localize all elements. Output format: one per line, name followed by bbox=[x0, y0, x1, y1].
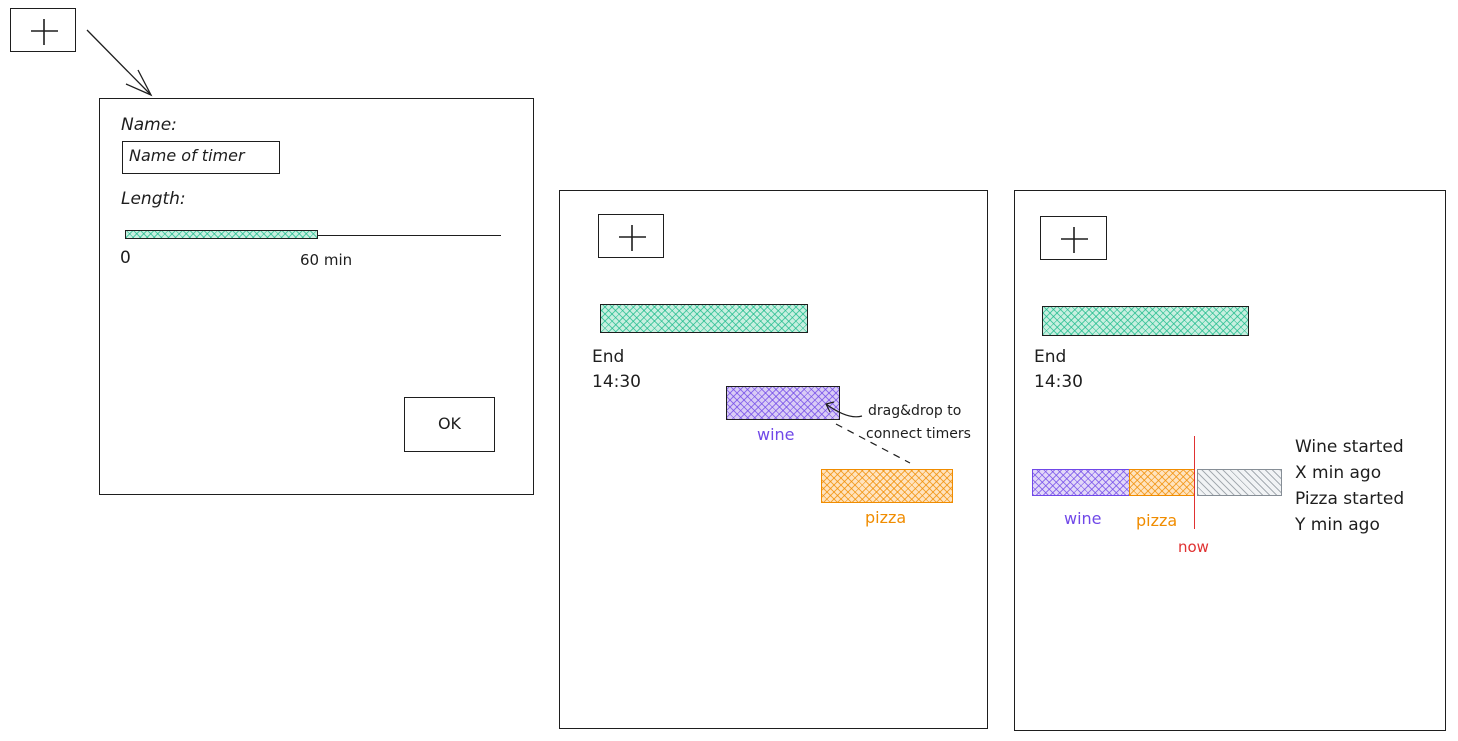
end-label-screen3: End bbox=[1034, 347, 1067, 367]
plus-icon bbox=[1061, 227, 1088, 253]
pizza-label: pizza bbox=[865, 508, 907, 527]
name-label: Name: bbox=[121, 115, 177, 135]
now-label: now bbox=[1178, 538, 1209, 556]
length-slider[interactable] bbox=[125, 228, 501, 242]
remaining-bar bbox=[1197, 469, 1282, 496]
new-timer-dialog bbox=[99, 98, 534, 495]
wine-label: wine bbox=[757, 425, 795, 444]
length-label: Length: bbox=[121, 189, 186, 209]
wine-progress-bar[interactable] bbox=[1032, 469, 1130, 496]
status-line-2: X min ago bbox=[1295, 463, 1382, 483]
end-time: 14:30 bbox=[592, 372, 641, 392]
pizza-progress-bar[interactable] bbox=[1129, 469, 1195, 496]
drag-drop-annotation: drag&drop to bbox=[868, 403, 962, 419]
status-line-1: Wine started bbox=[1295, 437, 1404, 457]
pizza-label-screen3: pizza bbox=[1136, 511, 1178, 530]
ok-button[interactable]: OK bbox=[404, 397, 495, 452]
add-timer-button-screen2[interactable] bbox=[598, 214, 664, 258]
slider-fill bbox=[125, 230, 318, 239]
slider-min-label: 0 bbox=[120, 248, 131, 268]
status-line-4: Y min ago bbox=[1295, 515, 1380, 535]
wine-timer-bar[interactable] bbox=[726, 386, 840, 420]
main-timer-bar-screen3[interactable] bbox=[1042, 306, 1249, 336]
end-time-screen3: 14:30 bbox=[1034, 372, 1083, 392]
status-line-3: Pizza started bbox=[1295, 489, 1405, 509]
pizza-timer-bar[interactable] bbox=[821, 469, 953, 503]
end-label: End bbox=[592, 347, 625, 367]
timeline-screen-connect bbox=[559, 190, 988, 729]
now-indicator-line bbox=[1194, 436, 1195, 529]
slider-value-label: 60 min bbox=[300, 251, 353, 269]
add-timer-button[interactable] bbox=[10, 8, 76, 52]
main-timer-bar[interactable] bbox=[600, 304, 808, 333]
timeline-screen-running bbox=[1014, 190, 1446, 731]
timer-name-input[interactable]: Name of timer bbox=[122, 141, 280, 174]
wine-label-screen3: wine bbox=[1064, 509, 1102, 528]
plus-icon bbox=[619, 225, 646, 251]
drag-drop-annotation-2: connect timers bbox=[866, 426, 971, 442]
add-timer-button-screen3[interactable] bbox=[1040, 216, 1107, 260]
plus-icon bbox=[31, 19, 58, 45]
